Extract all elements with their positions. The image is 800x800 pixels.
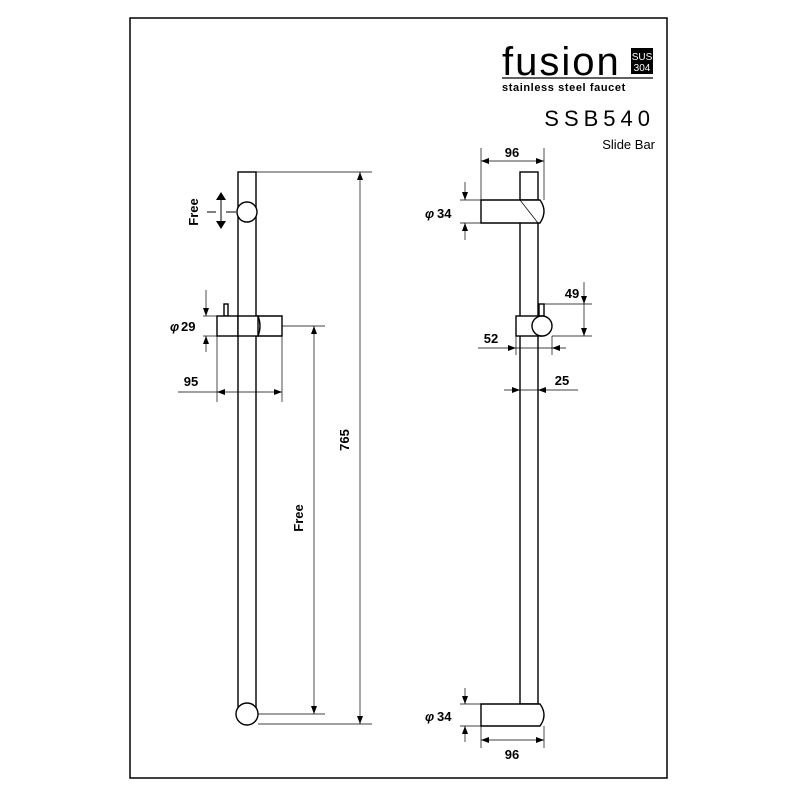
side-dim-bottomdia34: φ 34 <box>425 688 481 742</box>
model-description: Slide Bar <box>602 137 655 152</box>
drawing-border <box>129 17 668 779</box>
side-bottom-mount <box>480 703 545 727</box>
front-width95-label: 95 <box>184 374 198 389</box>
front-free-travel-label: Free <box>291 504 306 531</box>
front-dia29-label: 29 <box>181 319 195 334</box>
front-length765-label: 765 <box>337 429 352 451</box>
side-dim-top96: 96 <box>480 145 545 200</box>
side-49-label: 49 <box>565 286 579 301</box>
model-code: SSB540 <box>544 106 655 131</box>
front-view: Free φ 29 95 Free <box>170 171 372 726</box>
side-holder <box>515 303 553 337</box>
side-bar <box>519 221 539 705</box>
title-block: fusion SUS 304 stainless steel faucet SS… <box>502 40 656 152</box>
side-top96-label: 96 <box>505 145 519 160</box>
front-dim-dia29: φ 29 <box>170 290 217 352</box>
brand-name: fusion <box>502 40 621 84</box>
front-bar <box>237 171 257 715</box>
side-bottomdia-symbol: φ <box>425 709 434 724</box>
front-dim-free-travel: Free <box>258 325 325 715</box>
side-bottomdia34-label: 34 <box>437 709 452 724</box>
side-25-label: 25 <box>555 373 569 388</box>
brand-tagline: stainless steel faucet <box>502 82 626 94</box>
side-topdia-symbol: φ <box>425 206 434 221</box>
side-topdia34-label: 34 <box>437 206 452 221</box>
front-bottom-mount <box>235 702 259 726</box>
front-top-mount <box>236 201 258 223</box>
side-top-cap <box>519 171 539 201</box>
side-bottom96-label: 96 <box>505 747 519 762</box>
side-dim-49: 49 <box>544 282 592 337</box>
side-dim-topdia34: φ 34 <box>425 182 481 240</box>
sus304-badge: SUS 304 <box>631 48 653 74</box>
side-dim-bottom96: 96 <box>480 726 545 762</box>
front-free-arrow <box>207 192 236 229</box>
badge-line2: 304 <box>634 63 651 74</box>
front-slider-bracket <box>216 303 283 337</box>
side-view: 96 φ 34 49 52 <box>425 145 592 762</box>
front-free-top-label: Free <box>186 198 201 225</box>
front-dim-width95: 95 <box>178 336 283 402</box>
side-top-mount <box>480 199 545 224</box>
badge-line1: SUS <box>632 52 653 63</box>
front-dia-symbol: φ <box>170 319 179 334</box>
front-dim-length765: 765 <box>256 171 372 725</box>
side-dim-52: 52 <box>478 331 566 355</box>
side-dim-25: 25 <box>504 373 578 398</box>
side-52-label: 52 <box>484 331 498 346</box>
